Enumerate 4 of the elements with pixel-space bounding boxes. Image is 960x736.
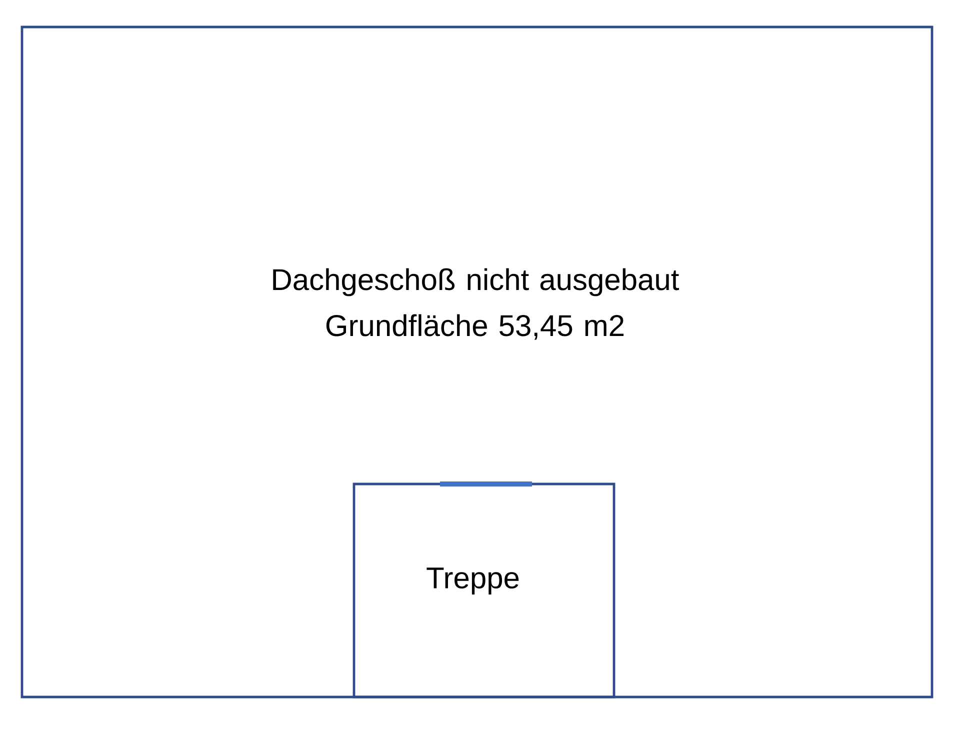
room-label: Dachgeschoß nicht ausgebaut Grundfläche 53,45 m2 xyxy=(273,268,679,340)
room-outline xyxy=(20,26,934,698)
stair-room-box xyxy=(352,482,616,698)
room-label: Treppe xyxy=(426,568,519,594)
